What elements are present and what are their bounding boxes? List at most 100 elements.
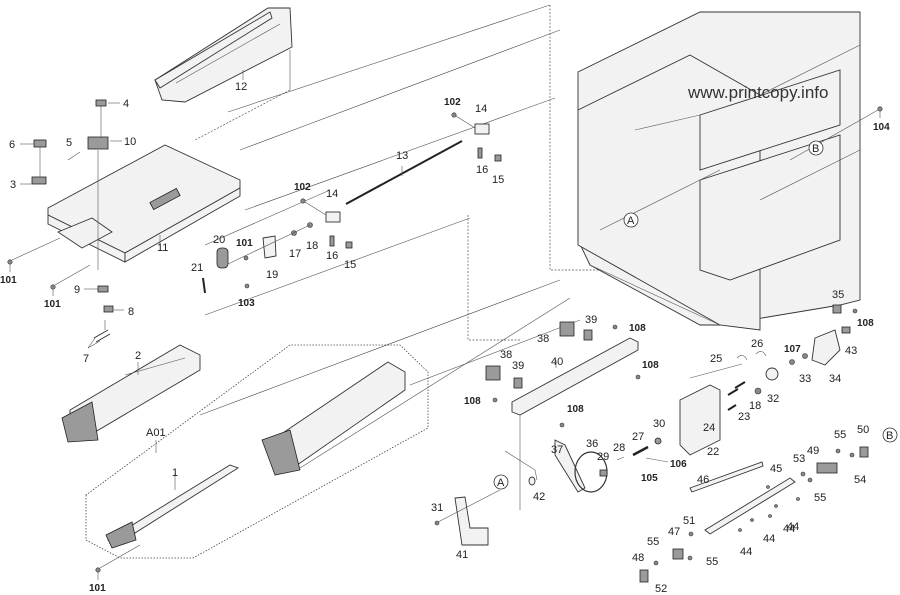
label: 104 (873, 122, 890, 133)
label: 52 (655, 583, 667, 595)
label: 49 (807, 445, 819, 457)
label: 53 (793, 453, 805, 465)
label: 10 (124, 136, 136, 148)
part-8 (103, 305, 114, 313)
part-6 (33, 139, 47, 148)
label: 2 (135, 350, 141, 362)
label: 101 (236, 238, 253, 249)
label: 17 (289, 248, 301, 260)
part-10 (87, 136, 109, 150)
label: 3 (10, 179, 16, 191)
label: 27 (632, 431, 644, 443)
label: 41 (456, 549, 468, 561)
label: 16 (326, 250, 338, 262)
label: 103 (238, 298, 255, 309)
label: 45 (770, 463, 782, 475)
label: 48 (632, 552, 644, 564)
label: 102 (294, 182, 311, 193)
label: 15 (492, 174, 504, 186)
part-labels: 1 2 3 4 5 6 7 8 9 10 11 12 13 14 14 15 1… (0, 81, 890, 595)
label: 20 (213, 234, 225, 246)
label: 31 (431, 502, 443, 514)
svg-text:A: A (627, 215, 635, 227)
label: 39 (585, 314, 597, 326)
label: 18 (749, 400, 761, 412)
label: 44 (763, 533, 775, 545)
marker-b-frame (808, 140, 824, 156)
label: 14 (326, 188, 338, 200)
part-11-tray (47, 144, 241, 263)
label: 13 (396, 150, 408, 162)
label: 18 (306, 240, 318, 252)
reference-markers: A B A B (493, 140, 898, 490)
label: 14 (475, 103, 487, 115)
label: 50 (857, 424, 869, 436)
label: 34 (829, 373, 841, 385)
label: 29 (597, 451, 609, 463)
label: 38 (537, 333, 549, 345)
shaft-assembly (202, 112, 502, 294)
small-parts-cluster (20, 99, 124, 349)
label: 101 (44, 299, 61, 310)
label: 107 (784, 344, 801, 355)
label: 26 (751, 338, 763, 350)
label: 101 (89, 583, 106, 594)
label: 108 (464, 396, 481, 407)
label: 28 (613, 442, 625, 454)
assembly-label-a01: A01 (146, 427, 166, 439)
label: 12 (235, 81, 247, 93)
label: 43 (845, 345, 857, 357)
label: 35 (832, 289, 844, 301)
label: 37 (551, 444, 563, 456)
label: 16 (476, 164, 488, 176)
label: 101 (0, 275, 17, 286)
marker-a-lower (493, 474, 509, 490)
label: 5 (66, 137, 72, 149)
label: 40 (551, 356, 563, 368)
marker-b-lower (882, 427, 898, 443)
part-2-developer (61, 344, 201, 443)
label: 6 (9, 139, 15, 151)
lower-right-parts (639, 446, 869, 583)
label: 19 (266, 269, 278, 281)
drive-assembly (679, 304, 858, 456)
label: 55 (647, 536, 659, 548)
label: 105 (641, 473, 658, 484)
label: 30 (653, 418, 665, 430)
rail-assembly (485, 321, 641, 510)
label: 38 (500, 349, 512, 361)
label: 108 (629, 323, 646, 334)
label: 44 (783, 523, 795, 535)
label: 108 (567, 404, 584, 415)
label: 55 (814, 492, 826, 504)
label: 44 (740, 546, 752, 558)
part-9 (97, 285, 109, 293)
label: 25 (710, 353, 722, 365)
label: 7 (83, 353, 89, 365)
label: 24 (703, 422, 715, 434)
label: 1 (172, 467, 178, 479)
label: 22 (707, 446, 719, 458)
label: 46 (697, 474, 709, 486)
label: 32 (767, 393, 779, 405)
label: 102 (444, 97, 461, 108)
label: 42 (533, 491, 545, 503)
part-4 (95, 99, 107, 107)
label: 39 (512, 360, 524, 372)
svg-text:A: A (497, 477, 505, 489)
a01-assembly (85, 344, 429, 559)
label: 36 (586, 438, 598, 450)
label: 55 (834, 429, 846, 441)
marker-a-frame (623, 212, 639, 228)
label: 47 (668, 526, 680, 538)
label: 33 (799, 373, 811, 385)
label: 55 (706, 556, 718, 568)
label: 44 (787, 521, 799, 533)
label: 51 (683, 515, 695, 527)
watermark: www.printcopy.info (687, 83, 828, 102)
part-3 (31, 176, 47, 185)
label: 8 (128, 306, 134, 318)
svg-text:B: B (886, 430, 893, 442)
